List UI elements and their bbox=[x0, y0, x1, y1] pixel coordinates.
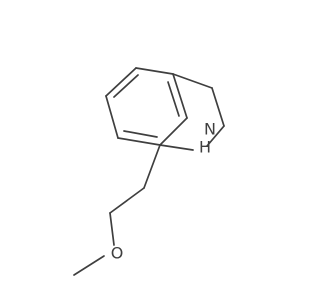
molecule-diagram: N H O bbox=[73, 67, 225, 276]
nitrogen-label: N bbox=[204, 120, 216, 139]
bond-cp-4 bbox=[159, 144, 194, 151]
bond-sidechain-4 bbox=[73, 255, 105, 276]
bond-benzene-5 bbox=[117, 137, 161, 146]
bond-benzene-1 bbox=[105, 67, 137, 97]
bond-sidechain-3 bbox=[109, 212, 115, 246]
bond-benzene-inner-2 bbox=[167, 81, 180, 117]
bond-cp-2 bbox=[211, 87, 225, 127]
bond-benzene-4 bbox=[159, 117, 188, 146]
oxygen-label: O bbox=[111, 244, 124, 263]
bond-benzene-inner-3 bbox=[123, 130, 158, 138]
bond-cp-1 bbox=[172, 73, 213, 89]
bond-benzene-2 bbox=[135, 67, 174, 75]
bond-benzene-6 bbox=[105, 95, 119, 139]
hydrogen-label: H bbox=[199, 138, 211, 157]
bond-sidechain-2 bbox=[109, 187, 145, 214]
bond-benzene-inner-1 bbox=[113, 74, 139, 98]
bond-cp-3 bbox=[206, 125, 225, 147]
bond-sidechain-1 bbox=[143, 144, 161, 189]
bond-benzene-3 bbox=[172, 73, 188, 119]
chemical-structure: N H O bbox=[73, 67, 225, 276]
